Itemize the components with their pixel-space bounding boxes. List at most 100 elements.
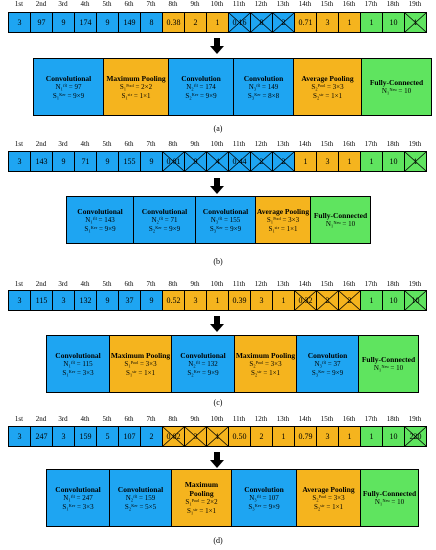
cross-out-icon (229, 13, 250, 32)
layer-param: S₁ᴾᵒᵒˡ = 2×2 (185, 498, 218, 506)
layer-param: N₁ᴺᵉᵘ = 10 (381, 87, 412, 95)
genome-cell: 0.71 (294, 12, 317, 33)
layer-title: Maximum Pooling (110, 350, 171, 360)
genome-cell: 0.50 (228, 426, 251, 447)
down-arrow-icon (210, 452, 224, 468)
layer-param: N₂ᶠⁱˡ = 132 (188, 359, 218, 368)
genome-cell: 107 (118, 426, 141, 447)
genome-cell: 1 (206, 290, 229, 311)
layer-param: N₁ᶠⁱˡ = 143 (85, 215, 115, 224)
layer-param: S₂ᴷᵉʳ = 5×5 (124, 502, 157, 511)
layer-param: S₂ᴷᵉʳ = 9×9 (148, 224, 181, 233)
layer-title: Convolutional (141, 206, 188, 216)
layer-title: Convolutional (55, 484, 101, 494)
down-arrow-icon (210, 316, 224, 332)
cell-value: 3 (17, 157, 22, 166)
layer-title: Average Pooling (301, 73, 354, 83)
layer-param: S₁ᴾᵒᵒˡ = 3×3 (124, 359, 157, 368)
layer-param: S₁ᴾᵒᵒˡ = 3×3 (266, 215, 300, 224)
cross-out-icon (251, 13, 272, 32)
genome-cell: 0.52 (162, 290, 185, 311)
layer-param: S₁ˢᵗʳ = 1×1 (186, 507, 217, 515)
layer-title: Convolution (181, 73, 221, 83)
layer-param: N₁ᴺᵉᵘ = 10 (373, 364, 404, 372)
position-label: 19th (408, 415, 422, 423)
position-label: 19th (408, 140, 422, 148)
cell-value: 247 (35, 432, 48, 441)
cell-value: 97 (37, 18, 46, 27)
genome-cell: 0.01 (162, 151, 185, 172)
cell-value: 1 (347, 157, 352, 166)
cell-value: 5 (105, 432, 110, 441)
genome-cell: 1 (338, 426, 361, 447)
genome-cell: 1 (404, 151, 427, 172)
cell-value: 1 (369, 296, 374, 305)
genome-cell: 2 (140, 426, 163, 447)
cell-value: 3 (61, 296, 66, 305)
genome-cell: 9 (140, 290, 163, 311)
cell-value: 132 (79, 296, 92, 305)
layer-param: N₁ᴺᵉᵘ = 10 (374, 498, 405, 506)
position-label: 11th (232, 140, 246, 148)
position-label: 4th (80, 415, 90, 423)
genome-cell: 2 (316, 290, 339, 311)
cross-out-icon (273, 13, 294, 32)
layer-title: Convolution (244, 484, 284, 494)
genome-cell: 5 (96, 426, 119, 447)
genome-cell: 1 (294, 151, 317, 172)
position-label: 11th (232, 0, 246, 8)
layer-title: Maximum Pooling (184, 480, 219, 498)
cell-value: 9 (105, 18, 110, 27)
position-label: 17th (364, 0, 378, 8)
genome-cell: 0.16 (228, 12, 251, 33)
layer-title: Convolution (243, 73, 284, 83)
cross-out-icon (295, 291, 316, 310)
layer-title: Average Pooling (302, 484, 355, 494)
cell-value: 3 (17, 432, 22, 441)
cell-value: 10 (389, 157, 398, 166)
position-label: 12th (254, 415, 268, 423)
genome-cell: 2 (184, 12, 207, 33)
genome-cell: 3 (316, 426, 339, 447)
cell-value: 1 (347, 18, 352, 27)
layer-title: Convolutional (55, 350, 101, 360)
layer-param: S₃ᴷᵉʳ = 9×9 (311, 368, 344, 377)
genome-cell: 0.02 (162, 426, 185, 447)
layer-param: S₃ᴷᵉʳ = 9×9 (209, 224, 242, 233)
cell-value: 149 (123, 18, 136, 27)
cell-value: 3 (325, 157, 330, 166)
panel-caption: (c) (213, 398, 223, 407)
genome-cell: 3 (250, 290, 273, 311)
position-label: 3rd (58, 280, 68, 288)
cell-value: 10 (389, 296, 398, 305)
cell-value: 3 (259, 296, 264, 305)
layer-param: S₂ᴷᵉʳ = 9×9 (185, 91, 217, 100)
position-label: 10th (210, 140, 224, 148)
genome-cell: 1 (272, 290, 295, 311)
cell-value: 9 (61, 157, 66, 166)
layer-param: S₁ᴷᵉʳ = 3×3 (62, 368, 94, 377)
genome-cell: 9 (96, 290, 119, 311)
position-label: 14th (298, 0, 312, 8)
position-label: 2nd (35, 280, 47, 288)
layer-title: Fully-Connected (361, 355, 416, 364)
cell-value: 9 (149, 157, 154, 166)
genome-cell: 1 (404, 12, 427, 33)
genome-cell: 3 (52, 426, 75, 447)
cross-out-icon (229, 152, 250, 171)
cell-value: 0.71 (298, 18, 313, 27)
cell-value: 107 (123, 432, 136, 441)
genome-cell: 10 (382, 426, 405, 447)
position-label: 4th (80, 280, 90, 288)
